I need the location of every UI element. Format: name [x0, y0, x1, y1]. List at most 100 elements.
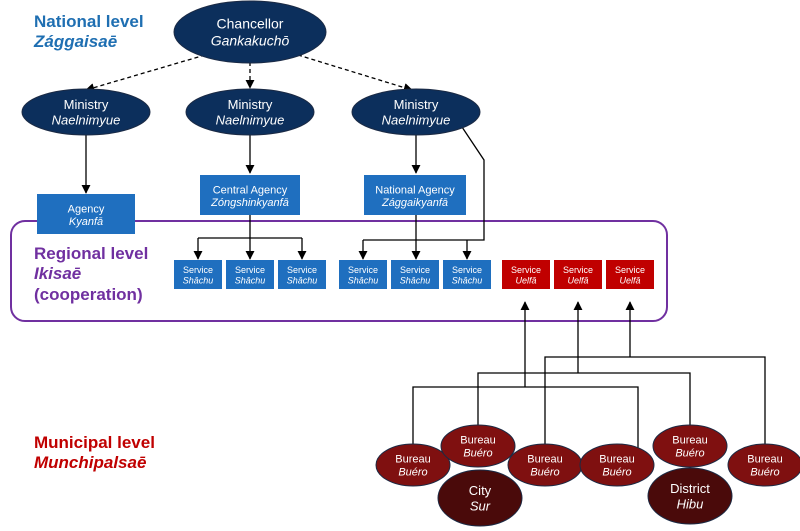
red-service-box-2-shape — [554, 260, 602, 289]
municipal-level-native: Munchipalsaē — [34, 453, 147, 473]
regional-level-label: Regional level Ikisaē (cooperation) — [34, 244, 148, 305]
agency-box-2-native: Zóngshinkyanfā — [210, 197, 289, 209]
blue-service-box-2-shape — [226, 260, 274, 289]
blue-service-box-6-name: Service — [452, 265, 482, 275]
bureau-node-6-shape — [727, 443, 800, 487]
bureau-node-6-name: Bureau — [747, 453, 782, 465]
bureau-link-red-3 — [544, 302, 766, 445]
bureau-node-1-native: Buéro — [398, 466, 427, 478]
blue-service-box-3-shape — [278, 260, 326, 289]
bureau-node-4-shape — [579, 443, 655, 487]
district-node-native: Hibu — [677, 496, 704, 511]
regional-level-name: Regional level — [34, 244, 149, 263]
ministry-node-2-shape — [185, 88, 315, 136]
bureau-node-2-shape — [440, 424, 516, 468]
chancellor-node-native: Gankakuchō — [211, 32, 290, 48]
ministry3-bus — [363, 123, 485, 241]
blue-service-box-2-native: Shāchu — [235, 276, 266, 286]
blue-service-box-3-native: Shāchu — [287, 276, 318, 286]
municipal-level-label: Municipal level Munchipalsaē — [34, 433, 155, 474]
blue-service-box-2-name: Service — [235, 265, 265, 275]
red-service-box-3-native: Uelfā — [619, 276, 640, 286]
bureau-node-5-shape — [652, 424, 728, 468]
chancellor-node-shape — [173, 0, 327, 64]
red-service-box-3-name: Service — [615, 265, 645, 275]
agency-box-3-shape — [364, 175, 466, 215]
agency-box-2-name: Central Agency — [213, 184, 288, 196]
agency-box-3-name: National Agency — [375, 184, 455, 196]
blue-service-box-5-name: Service — [400, 265, 430, 275]
blue-service-box-5-native: Shāchu — [400, 276, 431, 286]
bureau-node-3-name: Bureau — [527, 453, 562, 465]
bureau-link-red-2 — [477, 302, 691, 428]
bureau-node-6-native: Buéro — [750, 466, 779, 478]
blue-service-box-4-native: Shāchu — [348, 276, 379, 286]
blue-service-box-1-native: Shāchu — [183, 276, 214, 286]
ministry-node-3-name: Ministry — [394, 97, 439, 112]
dashed-arrow-ministry-3 — [297, 54, 413, 92]
bureau-node-5-native: Buéro — [675, 447, 704, 459]
regional-level-note: (cooperation) — [34, 284, 143, 304]
red-service-box-2-name: Service — [563, 265, 593, 275]
bureau-node-1-shape — [375, 443, 451, 487]
bureau-node-2-name: Bureau — [460, 434, 495, 446]
agency-box-2-shape — [200, 175, 300, 215]
blue-service-box-6-shape — [443, 260, 491, 289]
red-service-box-2-native: Uelfā — [567, 276, 588, 286]
blue-service-box-1-shape — [174, 260, 222, 289]
blue-service-box-6-native: Shāchu — [452, 276, 483, 286]
dashed-arrow-ministry-1 — [85, 54, 206, 93]
red-service-box-1-shape — [502, 260, 550, 289]
bureau-node-4-native: Buéro — [602, 466, 631, 478]
ministry-node-2-name: Ministry — [228, 97, 273, 112]
blue-service-box-5-shape — [391, 260, 439, 289]
chancellor-node-name: Chancellor — [217, 16, 284, 32]
ministry-node-1-shape — [21, 88, 151, 136]
regional-frame — [10, 220, 668, 322]
ministry-node-1-name: Ministry — [64, 97, 109, 112]
district-node-shape — [647, 467, 733, 525]
bureau-node-3-native: Buéro — [530, 466, 559, 478]
agency-box-1-shape — [37, 194, 135, 234]
district-node-name: District — [670, 481, 710, 496]
bureau-link-red-1 — [412, 302, 639, 450]
regional-level-native: Ikisaē — [34, 264, 82, 284]
blue-service-box-1-name: Service — [183, 265, 213, 275]
central-agency-bus — [198, 214, 302, 239]
national-level-label: National level Zággaisaē — [34, 12, 144, 53]
bureau-node-5-name: Bureau — [672, 434, 707, 446]
blue-service-box-4-name: Service — [348, 265, 378, 275]
ministry-node-1-native: Naelnimyue — [52, 112, 121, 127]
bureau-node-1-name: Bureau — [395, 453, 430, 465]
national-level-name: National level — [34, 12, 144, 31]
city-node-native: Sur — [470, 498, 491, 513]
ministry-node-2-native: Naelnimyue — [216, 112, 285, 127]
red-service-box-3-shape — [606, 260, 654, 289]
agency-box-1-name: Agency — [68, 203, 105, 215]
agency-box-3-native: Zággaikyanfā — [381, 197, 448, 209]
blue-service-box-3-name: Service — [287, 265, 317, 275]
connectors — [81, 54, 766, 450]
ministry-node-3-shape — [351, 88, 481, 136]
